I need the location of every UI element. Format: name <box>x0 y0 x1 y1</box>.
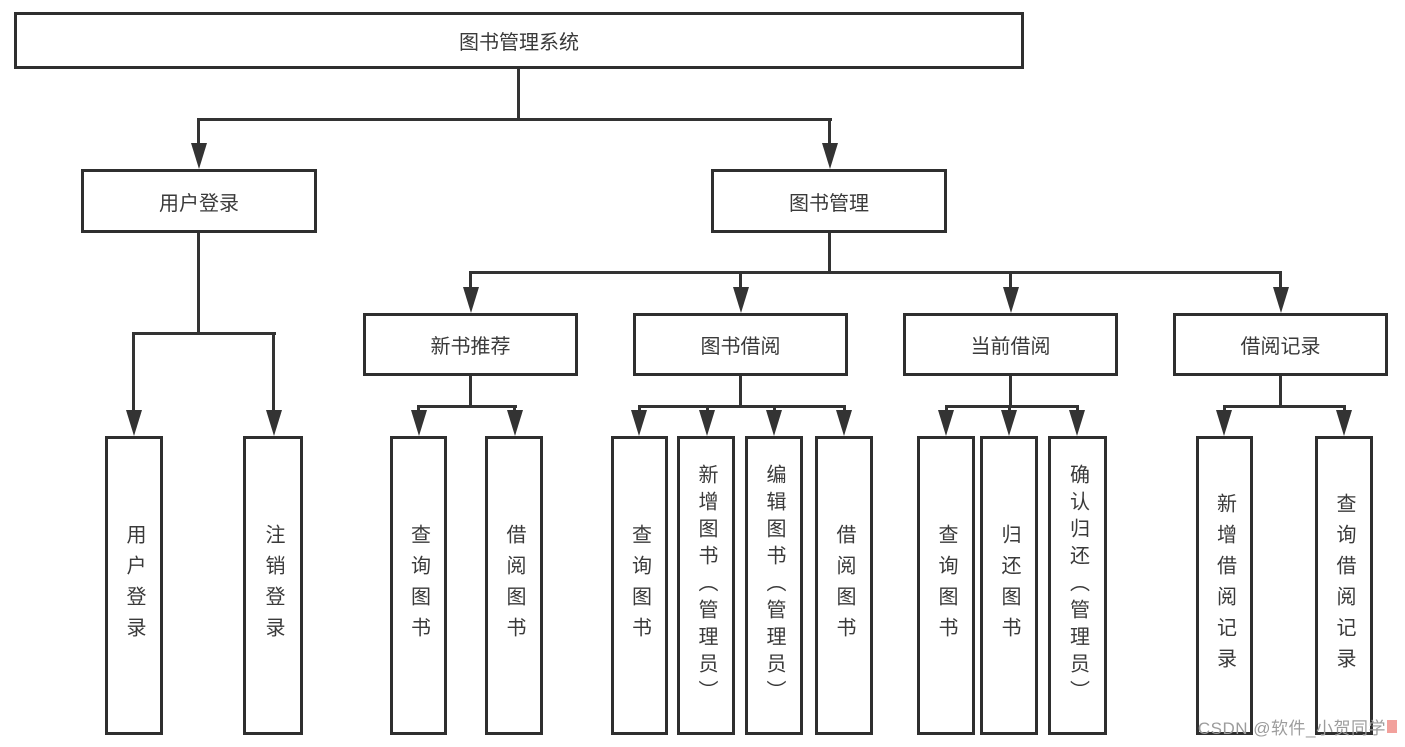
connector-line <box>517 69 520 118</box>
leaf-label: 查询图书 <box>935 523 957 648</box>
node-book-borrow: 图书借阅 <box>633 313 848 376</box>
arrowhead-down-icon <box>938 410 954 436</box>
arrowhead-down-icon <box>822 143 838 169</box>
leaf-label: 确认归还（管理员） <box>1066 464 1089 707</box>
leaf-node-logout: 注销登录 <box>243 436 303 735</box>
leaf-node-borrow-books: 借阅图书 <box>815 436 873 735</box>
leaf-label: 查询图书 <box>628 523 651 648</box>
connector-line <box>945 405 1079 408</box>
leaf-node-confirm-return-admin: 确认归还（管理员） <box>1048 436 1107 735</box>
leaf-label: 查询图书 <box>407 523 430 648</box>
leaf-node-query-borrow-record: 查询借阅记录 <box>1315 436 1373 735</box>
arrowhead-down-icon <box>631 410 647 436</box>
arrowhead-down-icon <box>191 143 207 169</box>
node-borrow-records: 借阅记录 <box>1173 313 1388 376</box>
connector-line <box>197 233 200 335</box>
connector-line <box>1279 376 1282 408</box>
arrowhead-down-icon <box>507 410 523 436</box>
leaf-node-query-books-borrow: 查询图书 <box>611 436 668 735</box>
arrowhead-down-icon <box>1001 410 1017 436</box>
arrowhead-down-icon <box>266 410 282 436</box>
root-node-library-system: 图书管理系统 <box>14 12 1024 69</box>
node-borrow-records-label: 借阅记录 <box>1240 336 1321 358</box>
node-new-book-recommend-label: 新书推荐 <box>430 336 511 358</box>
connector-line <box>1009 271 1012 291</box>
arrowhead-down-icon <box>836 410 852 436</box>
leaf-node-query-books-current: 查询图书 <box>917 436 975 735</box>
leaf-label: 新增图书（管理员） <box>695 464 717 707</box>
connector-line <box>1279 271 1282 291</box>
node-current-borrow-label: 当前借阅 <box>970 336 1051 358</box>
leaf-node-query-books-recommend: 查询图书 <box>390 436 447 735</box>
leaf-label: 查询借阅记录 <box>1333 492 1355 679</box>
node-new-book-recommend: 新书推荐 <box>363 313 578 376</box>
node-user-login-label: 用户登录 <box>159 192 239 215</box>
connector-line <box>197 118 200 150</box>
arrowhead-down-icon <box>766 410 782 436</box>
arrowhead-down-icon <box>463 287 479 313</box>
connector-line <box>469 271 1282 274</box>
connector-line <box>417 405 517 408</box>
connector-line <box>469 376 472 408</box>
leaf-label: 编辑图书（管理员） <box>763 464 785 707</box>
node-book-management: 图书管理 <box>711 169 947 233</box>
arrowhead-down-icon <box>1273 287 1289 313</box>
arrowhead-down-icon <box>1069 410 1085 436</box>
leaf-node-edit-books-admin: 编辑图书（管理员） <box>745 436 803 735</box>
watermark-text: CSDN @软件_小贺同学 <box>1197 719 1386 738</box>
root-node-label: 图书管理系统 <box>459 32 579 54</box>
watermark-accent <box>1387 720 1397 733</box>
connector-line <box>1223 405 1346 408</box>
leaf-label: 归还图书 <box>998 523 1020 648</box>
connector-line <box>469 271 472 291</box>
arrowhead-down-icon <box>733 287 749 313</box>
leaf-node-add-borrow-record: 新增借阅记录 <box>1196 436 1253 735</box>
arrowhead-down-icon <box>1216 410 1232 436</box>
node-book-management-label: 图书管理 <box>789 192 869 215</box>
arrowhead-down-icon <box>1336 410 1352 436</box>
arrowhead-down-icon <box>699 410 715 436</box>
connector-line <box>739 376 742 408</box>
connector-line <box>132 332 276 335</box>
connector-line <box>828 233 831 273</box>
connector-line <box>1009 376 1012 408</box>
leaf-label: 新增借阅记录 <box>1213 492 1236 679</box>
node-current-borrow: 当前借阅 <box>903 313 1118 376</box>
arrowhead-down-icon <box>411 410 427 436</box>
leaf-label: 借阅图书 <box>503 523 525 648</box>
leaf-label: 用户登录 <box>123 523 145 648</box>
leaf-label: 注销登录 <box>262 523 284 648</box>
node-book-borrow-label: 图书借阅 <box>700 336 781 358</box>
connector-line <box>272 332 275 414</box>
node-user-login: 用户登录 <box>81 169 317 233</box>
leaf-node-borrow-books-recommend: 借阅图书 <box>485 436 543 735</box>
connector-line <box>739 271 742 291</box>
leaf-node-return-books: 归还图书 <box>980 436 1038 735</box>
connector-line <box>132 332 135 414</box>
arrowhead-down-icon <box>1003 287 1019 313</box>
arrowhead-down-icon <box>126 410 142 436</box>
leaf-node-user-login: 用户登录 <box>105 436 163 735</box>
connector-line <box>638 405 846 408</box>
watermark: CSDN @软件_小贺同学 <box>1198 714 1397 739</box>
leaf-label: 借阅图书 <box>833 523 855 648</box>
connector-line <box>197 118 832 121</box>
connector-line <box>828 118 831 150</box>
leaf-node-add-books-admin: 新增图书（管理员） <box>677 436 735 735</box>
